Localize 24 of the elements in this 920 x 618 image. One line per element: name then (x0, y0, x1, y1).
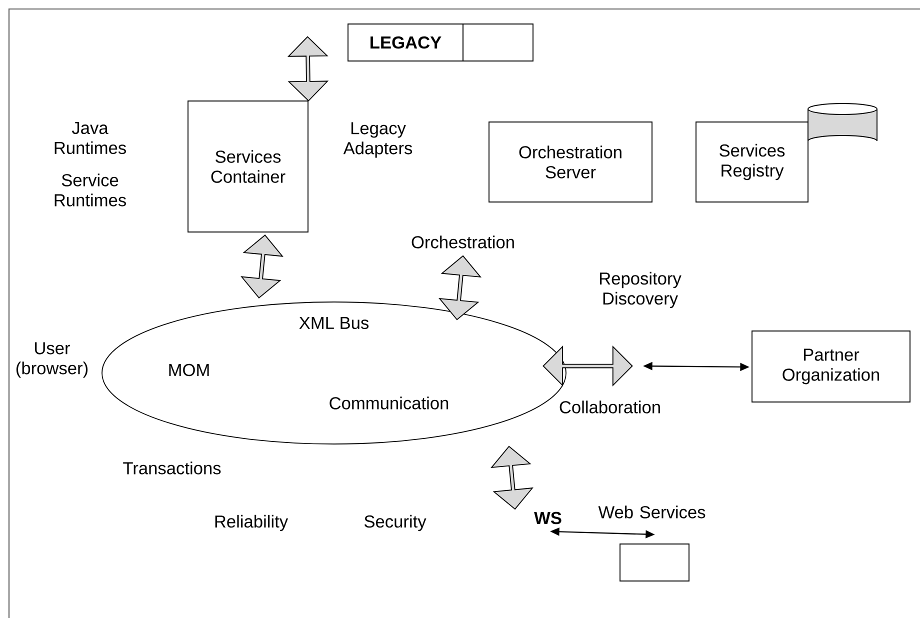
bus-label: XML Bus (299, 316, 369, 330)
bus-label: MOM (169, 364, 209, 376)
legacy-box: LEGACY (348, 24, 464, 62)
partner-box: Partner Organization (752, 330, 910, 402)
text-label: Security (364, 514, 426, 532)
server-box: Orchestration Server (488, 122, 652, 202)
text-label: Orchestration (412, 236, 514, 248)
bus-label: Communication (330, 396, 448, 410)
block-arrow (490, 446, 534, 510)
text-label: Transactions (123, 462, 221, 474)
system-box (620, 544, 690, 582)
block-arrow (287, 36, 329, 102)
system-box (462, 24, 534, 62)
text-label: Legacy Adapters (343, 122, 412, 158)
text-label: Java Runtimes (54, 122, 126, 154)
block-arrow (542, 346, 633, 386)
text-label: Reliability (215, 514, 288, 532)
container-box: Services Container (188, 100, 308, 232)
text-label: Collaboration (560, 400, 660, 414)
ws-label: WS (534, 512, 562, 524)
text-label: Repository Discovery (600, 272, 682, 308)
text-label: Web Services (598, 506, 706, 518)
text-label: Service Runtimes (54, 174, 126, 206)
registry-box: Services Registry (696, 122, 808, 202)
